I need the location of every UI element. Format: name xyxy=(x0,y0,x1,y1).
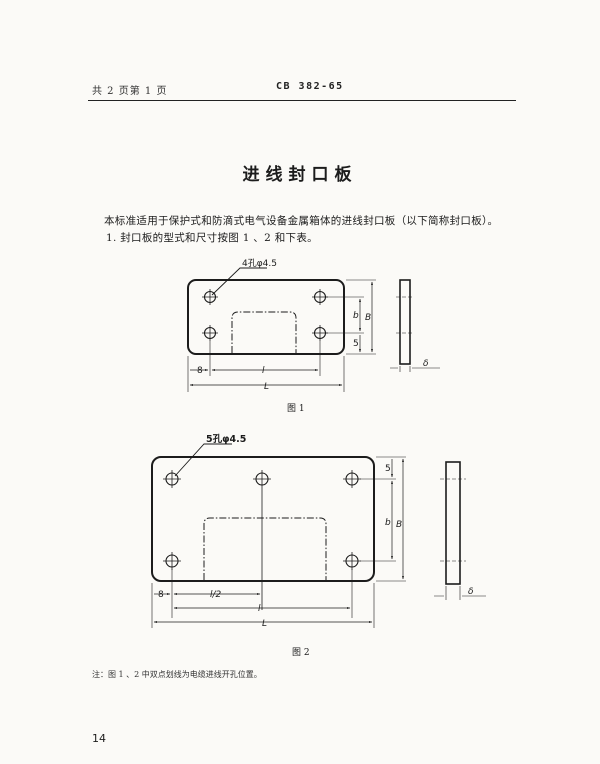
fig2-dim-l: l xyxy=(258,604,261,614)
fig1-plate-outline xyxy=(187,279,345,355)
fig1-cable-opening xyxy=(231,311,297,353)
fig1-dim-L: L xyxy=(264,382,269,392)
intro-paragraph: 本标准适用于保护式和防滴式电气设备金属箱体的进线封口板（以下简称封口板）。 xyxy=(104,215,499,227)
header-standard-code: CB 382-65 xyxy=(276,81,344,92)
figure-2-labels: 5孔φ4.5 8 l/2 l L 5 b B δ 图 2 xyxy=(158,433,474,658)
fig2-dim-L: L xyxy=(262,619,267,629)
fig2-side-view xyxy=(445,461,461,585)
fig2-cable-opening xyxy=(203,517,327,580)
fig2-dim-5: 5 xyxy=(385,464,391,474)
fig1-dim-B: B xyxy=(365,313,371,323)
figure-1 xyxy=(187,267,440,392)
fig2-caption: 图 2 xyxy=(292,647,310,658)
fig1-dim-delta: δ xyxy=(423,359,429,369)
figure-2 xyxy=(151,443,486,628)
header-page-info: 共 2 页第 1 页 xyxy=(92,86,168,97)
figure-1-labels: 4孔φ4.5 8 l L 5 b B δ 图 1 xyxy=(197,258,429,414)
fig1-dim-l: l xyxy=(262,366,265,376)
fig2-callout-leader xyxy=(174,443,232,477)
fig1-hole-callout: 4孔φ4.5 xyxy=(242,258,277,269)
fig2-dim-8: 8 xyxy=(158,590,164,600)
fig1-side-view xyxy=(399,279,411,365)
fig1-dim-8: 8 xyxy=(197,366,203,376)
fig1-caption: 图 1 xyxy=(287,403,305,414)
page-number: 14 xyxy=(92,732,106,745)
fig2-dim-B: B xyxy=(396,520,402,530)
fig2-plate-outline xyxy=(151,456,375,582)
clause-1: 1. 封口板的型式和尺寸按图 1 、2 和下表。 xyxy=(106,232,318,244)
fig2-dim-delta: δ xyxy=(468,587,474,597)
fig2-holes xyxy=(163,470,361,610)
page-title: 进线封口板 xyxy=(242,165,358,185)
fig2-dim-l-half: l/2 xyxy=(210,590,222,600)
header-rule xyxy=(88,100,516,101)
footnote: 注：图 1 、2 中双点划线为电缆进线开孔位置。 xyxy=(92,670,262,679)
fig2-dim-b: b xyxy=(385,518,391,528)
fig1-callout-leader xyxy=(211,267,267,296)
fig2-hole-callout: 5孔φ4.5 xyxy=(206,433,246,445)
fig1-dim-5: 5 xyxy=(353,339,359,349)
fig1-dim-b: b xyxy=(353,311,359,321)
fig1-holes xyxy=(202,289,328,341)
